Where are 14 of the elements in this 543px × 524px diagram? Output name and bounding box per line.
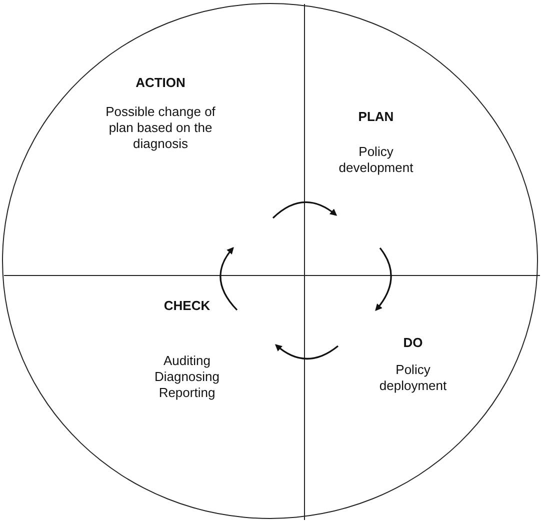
- quadrant-heading: CHECK: [162, 298, 212, 313]
- curved-arrow: [220, 246, 238, 311]
- quadrant-description: Auditing Diagnosing Reporting: [153, 353, 221, 401]
- curved-arrow: [272, 201, 338, 219]
- quadrant-heading: PLAN: [357, 109, 395, 124]
- quadrant-description: Possible change of plan based on the diagnosis: [104, 104, 216, 152]
- cycle-circle: [2, 3, 538, 519]
- quadrant-heading: DO: [402, 335, 424, 350]
- quadrant-heading: ACTION: [134, 75, 186, 90]
- curved-arrow: [274, 344, 338, 360]
- quadrant: [4, 4, 305, 276]
- quadrant-description: Policy deployment: [378, 362, 448, 394]
- curved-arrow: [375, 248, 392, 312]
- quadrant-description: Policy development: [338, 144, 414, 176]
